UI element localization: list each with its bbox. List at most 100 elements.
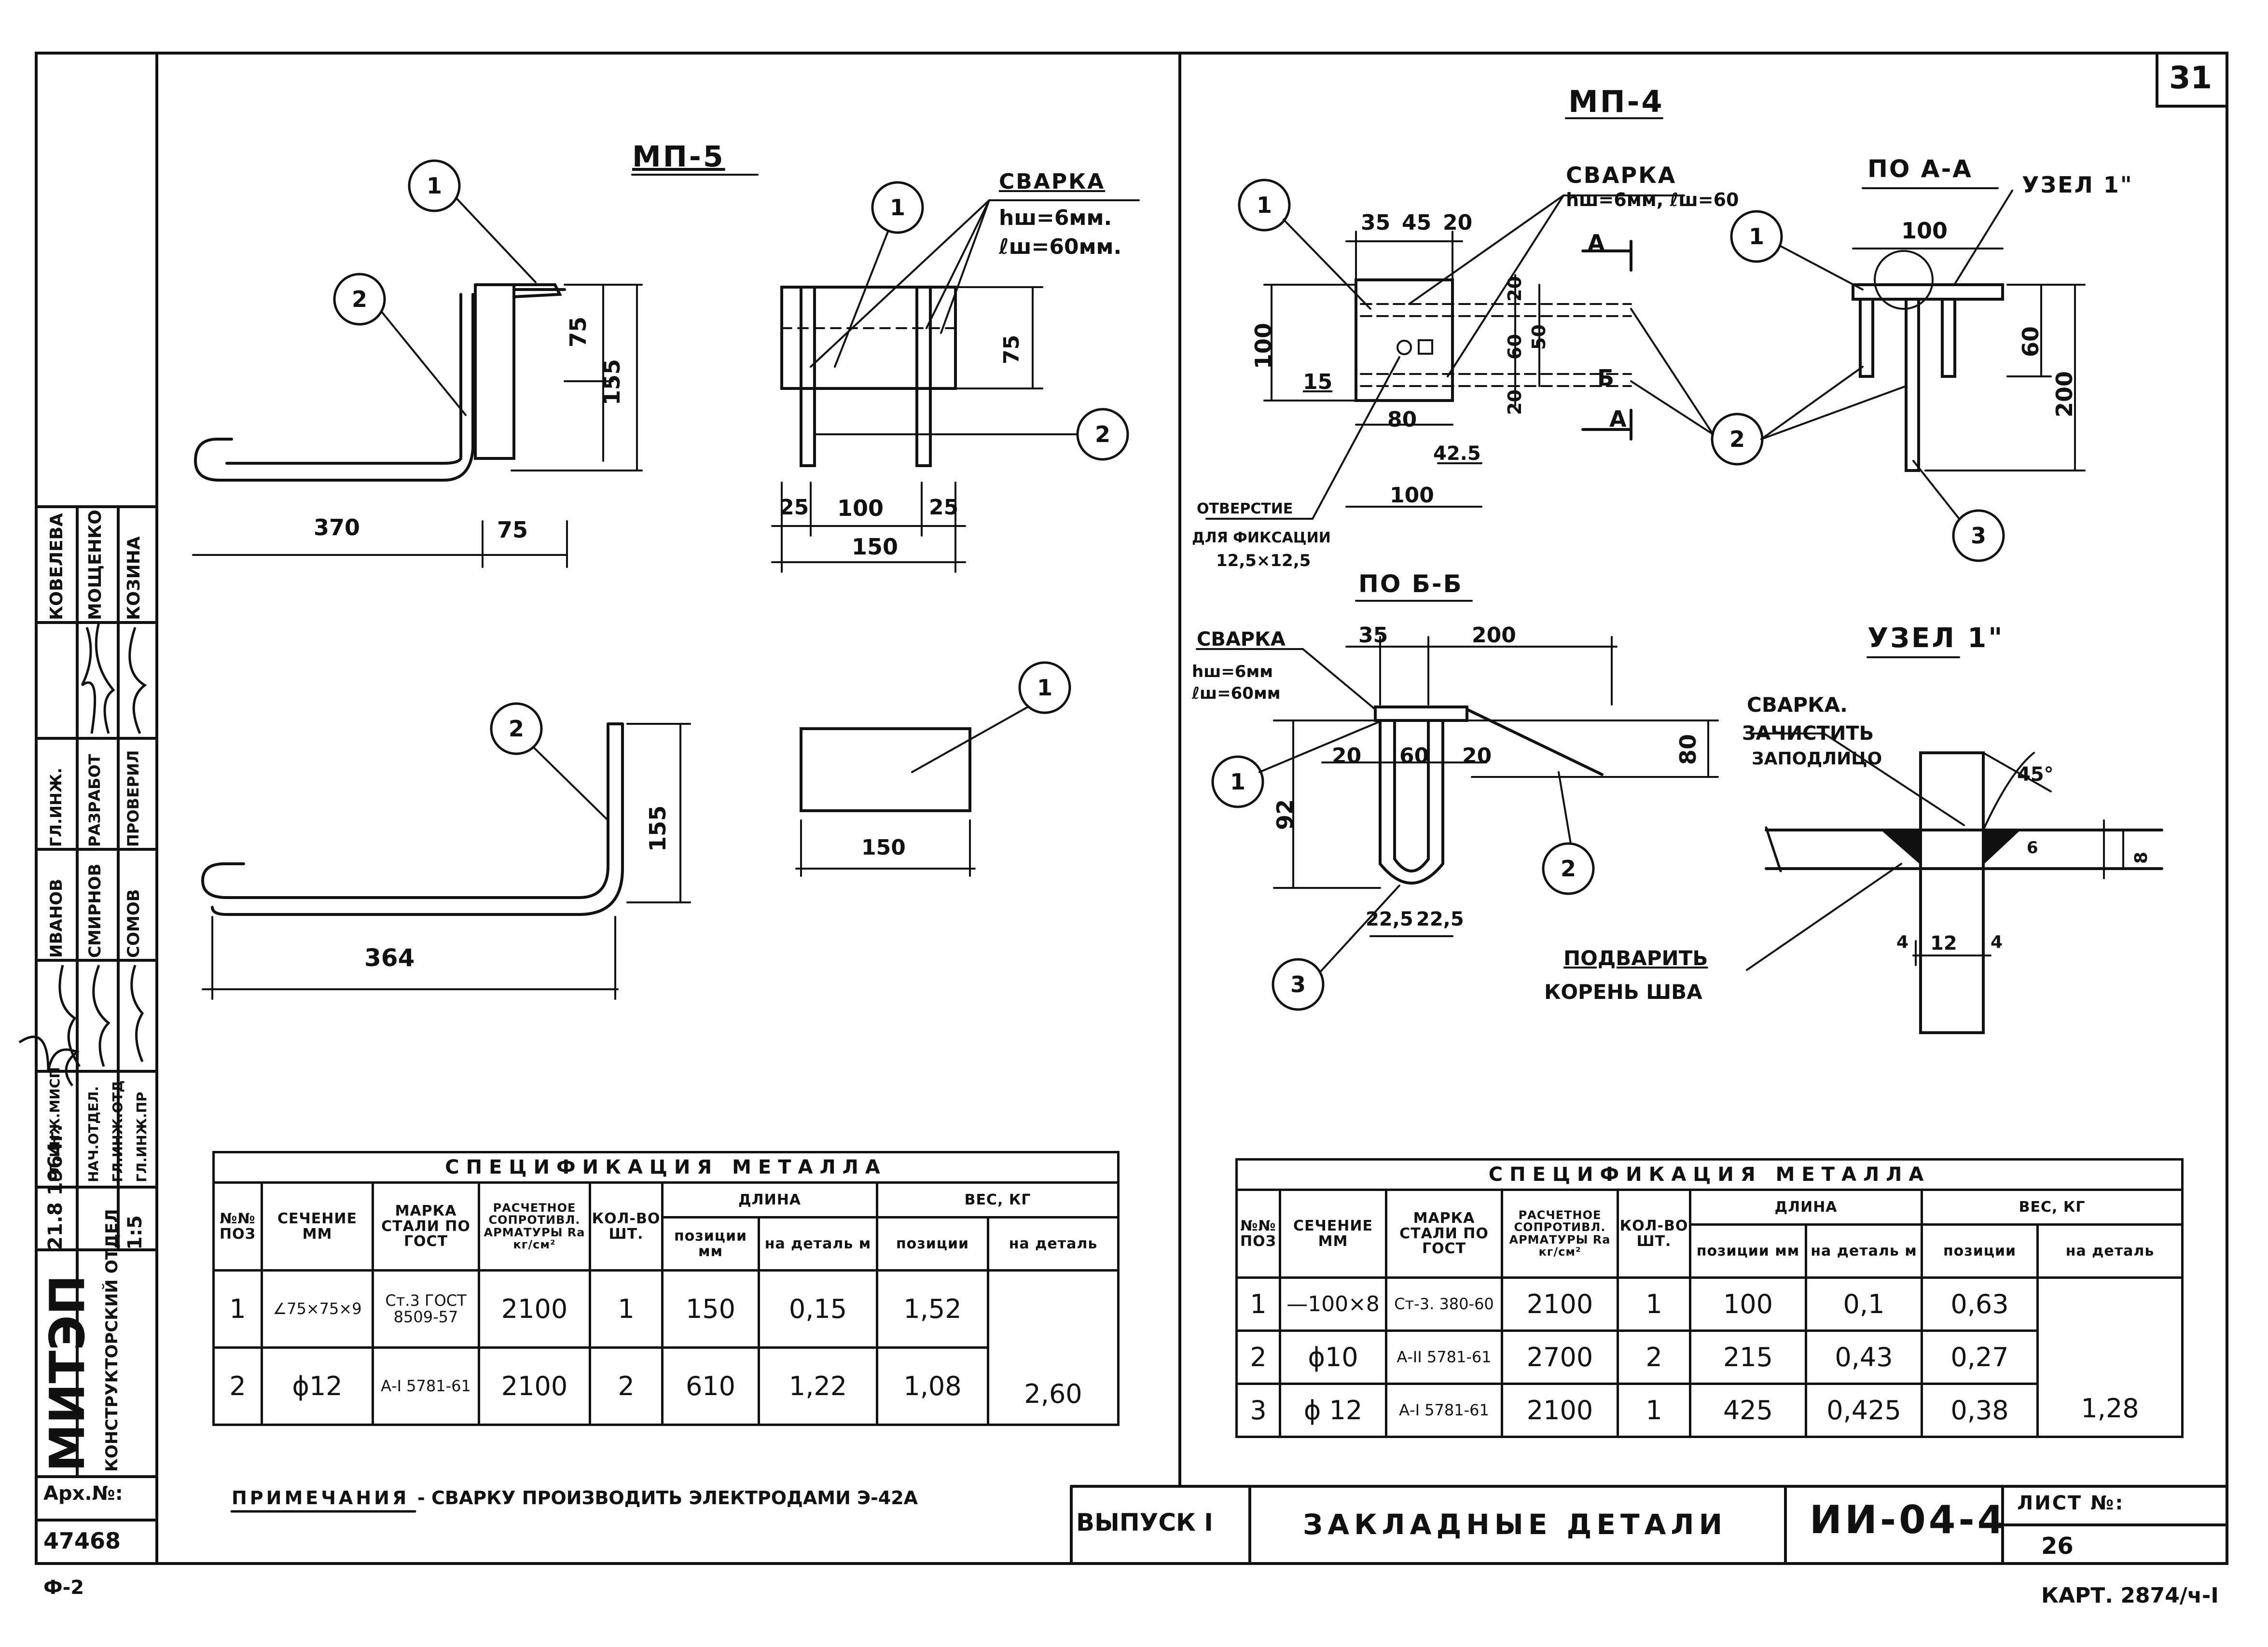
cell-weight-pos: 0,27 [1921, 1329, 2039, 1385]
dim-200-aa: 200 [2051, 371, 2077, 417]
corner-code: Ф-2 [43, 1577, 84, 1599]
dim-60-plan: 60 [1504, 334, 1525, 360]
cell-pos: 2 [212, 1346, 263, 1426]
dim-100: 100 [837, 495, 884, 521]
cell-steel: А-I 5781-61 [372, 1346, 480, 1426]
marker-a-bottom: А [1609, 406, 1627, 432]
spec-header-length: ДЛИНА [1689, 1189, 1923, 1226]
stamp-role-2: РАЗРАБОТ [85, 754, 104, 847]
callout-2-detail: 2 [508, 716, 524, 742]
cell-resistance: 2100 [1501, 1276, 1619, 1332]
cell-resistance: 2700 [1501, 1329, 1619, 1385]
spec-title: СПЕЦИФИКАЦИЯ МЕТАЛЛА [212, 1151, 1120, 1184]
angle-45: 45° [2017, 763, 2054, 786]
kart-number: КАРТ. 2874/ч-I [2041, 1583, 2219, 1608]
cell-weight-pos: 1,52 [876, 1269, 989, 1349]
spec-sub-pos-mm: позиции мм [1689, 1223, 1807, 1279]
note-text: - СВАРКУ ПРОИЗВОДИТЬ ЭЛЕКТРОДАМИ Э-42А [417, 1487, 918, 1509]
spec-sub-detail: на деталь [2036, 1223, 2184, 1279]
zachistit-1: ЗАЧИСТИТЬ [1742, 722, 1874, 745]
dim-35: 35 [1361, 210, 1391, 235]
mp4-plan-view [1205, 117, 1764, 520]
cell-weight-total: 1,28 [2036, 1276, 2184, 1438]
cell-pos: 1 [1235, 1276, 1281, 1332]
dim-35-b: 35 [1358, 623, 1388, 648]
cell-length-detail: 0,425 [1805, 1383, 1923, 1438]
callout-2-bb: 2 [1560, 856, 1576, 882]
podvarit-1: ПОДВАРИТЬ [1563, 946, 1708, 970]
spec-header-steel: МАРКА СТАЛИ ПО ГОСТ [372, 1181, 480, 1272]
cell-resistance: 2100 [478, 1346, 591, 1426]
spec-header-pos: №№ ПОЗ [1235, 1189, 1281, 1279]
title-block-lines [230, 1485, 2228, 1565]
spec-header-weight: ВЕС, КГ [875, 1181, 1120, 1218]
mp4-title: МП-4 [1568, 84, 1664, 119]
vypusk: ВЫПУСК I [1076, 1509, 1213, 1536]
stamp-name-1: КОВЕЛЕВА [47, 513, 67, 620]
mp5-front-view [771, 181, 1140, 573]
cell-qty: 1 [1617, 1276, 1691, 1332]
dim-25-right: 25 [929, 495, 959, 520]
callout-1-plan: 1 [1256, 192, 1272, 218]
dim-370: 370 [314, 514, 360, 540]
marker-b: Б [1597, 365, 1615, 391]
dim-22-5-left: 22,5 [1366, 908, 1413, 930]
marker-a-top: А [1588, 230, 1605, 256]
cell-length-detail: 0,1 [1805, 1276, 1923, 1332]
spec-header-steel: МАРКА СТАЛИ ПО ГОСТ [1385, 1189, 1503, 1279]
hole-text: ДЛЯ ФИКСАЦИИ [1192, 529, 1331, 546]
cell-steel: А-II 5781-61 [1385, 1329, 1503, 1385]
mp5-svarka-label: СВАРКА [999, 169, 1106, 194]
section-a-title: ПО А-А [1867, 155, 1973, 183]
callout-1-bb: 1 [1230, 769, 1245, 795]
dim-80-b: 80 [1675, 734, 1701, 765]
table-row: 2 ϕ10 А-II 5781-61 2700 2 215 0,43 0,27 [1235, 1329, 2183, 1385]
cell-length-pos: 100 [1689, 1276, 1807, 1332]
archive-number: 47468 [43, 1528, 121, 1554]
cell-pos: 3 [1235, 1383, 1281, 1438]
spec-header-resistance: РАСЧЕТНОЕ СОПРОТИВЛ. АРМАТУРЫ Rа кг/см² [478, 1181, 591, 1272]
callout-2-front: 2 [1094, 421, 1110, 447]
callout-1-plate: 1 [1037, 675, 1052, 701]
dim-155-detail: 155 [645, 805, 671, 852]
stamp-role2-2: НАЧ.ОТДЕЛ. [85, 1086, 101, 1182]
spec-header-pos: №№ ПОЗ [212, 1181, 263, 1272]
cell-pos: 2 [1235, 1329, 1281, 1385]
mp4-uzel-1 [1746, 656, 2163, 1034]
hole-label: ОТВЕРСТИЕ [1197, 500, 1293, 517]
spec-title: СПЕЦИФИКАЦИЯ МЕТАЛЛА [1235, 1158, 2184, 1191]
dim-25-left: 25 [779, 495, 809, 520]
stamp-scale: 1:5 [124, 1215, 146, 1250]
stamp-date: 21.8 1964г. [44, 1124, 67, 1250]
cell-length-detail: 0,43 [1805, 1329, 1923, 1385]
dim-150-plate: 150 [861, 835, 906, 860]
spec-sub-pos-mm: позиции мм [661, 1216, 760, 1272]
mp5-title: МП-5 [632, 140, 725, 174]
cell-section: ∠75×75×9 [261, 1269, 374, 1349]
table-row: 1 —100×8 Ст-3. 380-60 2100 1 100 0,1 0,6… [1235, 1276, 2184, 1438]
zachistit-2: ЗАПОДЛИЦО [1752, 749, 1882, 769]
stamp-name-3: КОЗИНА [124, 536, 144, 620]
cell-weight-pos: 1,08 [876, 1346, 989, 1426]
cell-section: ϕ12 [261, 1346, 374, 1426]
stamp-role2-3: ГЛ.ИНЖ.ОТД [110, 1080, 125, 1182]
cell-qty: 1 [589, 1269, 664, 1349]
dim-15: 15 [1303, 370, 1333, 394]
hole-size: 12,5×12,5 [1216, 551, 1311, 570]
spec-sub-pos: позиции [1921, 1223, 2039, 1279]
cell-pos: 1 [212, 1269, 263, 1349]
cell-weight-pos: 0,63 [1921, 1276, 2039, 1332]
mp4-section-aa [1730, 187, 2086, 562]
stamp-role-1: ГЛ.ИНЖ. [47, 767, 65, 847]
spec-header-qty: КОЛ-ВО ШТ. [589, 1181, 664, 1272]
cell-resistance: 2100 [1501, 1383, 1619, 1438]
mp5-plate-detail [795, 661, 1071, 877]
callout-3-bb: 3 [1290, 971, 1306, 997]
spec-header-length: ДЛИНА [661, 1181, 878, 1218]
cell-qty: 2 [1617, 1329, 1691, 1385]
callout-2: 2 [351, 286, 367, 312]
mp4-svarka: СВАРКА [1566, 162, 1677, 188]
stamp-role2-4: ГЛ.ИНЖ.ПР [134, 1092, 150, 1182]
cell-steel: Ст-3. 380-60 [1385, 1276, 1503, 1332]
